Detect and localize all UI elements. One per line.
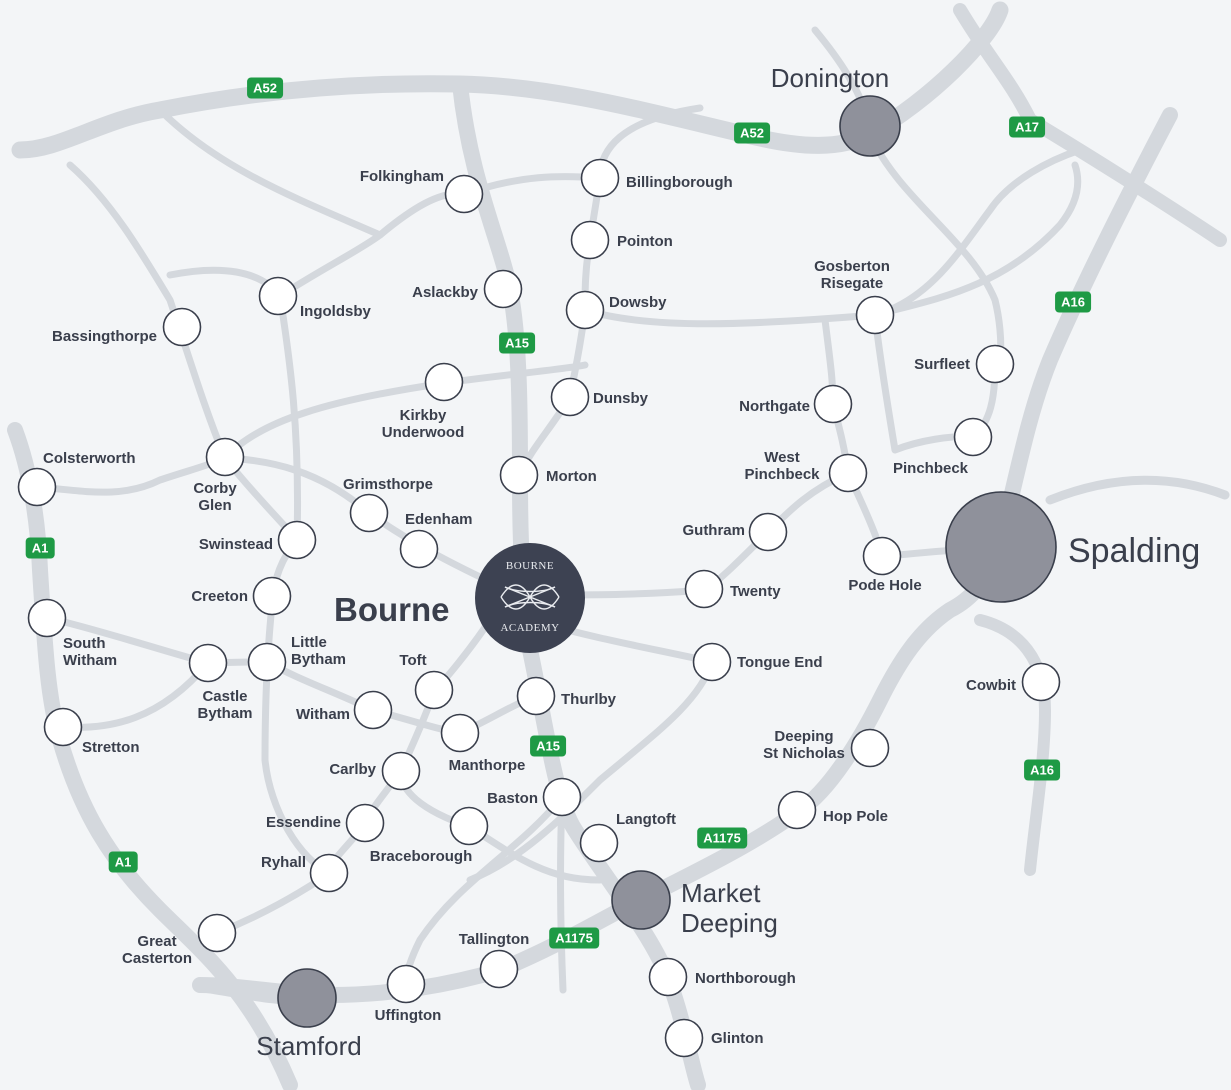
village-label-surfleet: Surfleet (914, 356, 970, 373)
road-badge-a1-south: A1 (108, 851, 138, 873)
academy-logo-bottom-text: ACADEMY (500, 622, 560, 634)
village-label-castle-bytham: Castle Bytham (197, 688, 253, 722)
village-label-ingoldsby: Ingoldsby (300, 303, 371, 320)
village-label-pode-hole: Pode Hole (848, 577, 922, 594)
village-label-south-witham: South Witham (63, 635, 118, 669)
bourne-academy-marker[interactable]: BOURNE ACADEMY (475, 543, 585, 653)
road-badge-a15-north: A15 (499, 332, 535, 354)
village-label-kirkby-underwood: Kirkby Underwood (381, 407, 465, 441)
village-label-glinton: Glinton (711, 1030, 764, 1047)
village-label-colsterworth: Colsterworth (43, 450, 136, 467)
a17-road (953, 3, 1227, 247)
road-badge-a1-north: A1 (25, 537, 55, 559)
a16-road (192, 107, 1178, 1003)
road-badge-a17: A17 (1009, 116, 1045, 138)
road-badge-a15-south: A15 (530, 735, 566, 757)
road-badge-a52-west: A52 (247, 77, 283, 99)
road-badge-a1175-east: A1175 (697, 827, 747, 849)
village-label-bassingthorpe: Bassingthorpe (51, 328, 157, 345)
town-label-spalding: Spalding (1068, 532, 1201, 570)
village-label-creeton: Creeton (191, 588, 248, 605)
village-label-northgate: Northgate (739, 398, 810, 415)
village-label-witham: Witham (295, 706, 350, 723)
village-label-guthram: Guthram (682, 522, 745, 539)
road-badge-a52-east: A52 (734, 122, 770, 144)
village-label-dunsby: Dunsby (593, 390, 649, 407)
village-label-folkingham: Folkingham (359, 168, 444, 185)
village-label-northborough: Northborough (695, 970, 796, 987)
village-label-deeping-st-nicholas: Deeping St Nicholas (763, 728, 845, 762)
village-label-dowsby: Dowsby (609, 294, 667, 311)
village-label-thurlby: Thurlby (561, 691, 616, 708)
road-badge-a1175-west: A1175 (549, 927, 599, 949)
village-label-toft: Toft (399, 652, 427, 669)
village-label-manthorpe: Manthorpe (448, 757, 526, 774)
village-label-tongue-end: Tongue End (737, 654, 823, 671)
village-label-hop-pole: Hop Pole (823, 808, 889, 825)
village-label-edenham: Edenham (405, 511, 473, 528)
village-label-little-bytham: Little Bytham (291, 634, 347, 668)
village-label-braceborough: Braceborough (369, 848, 473, 865)
village-label-corby-glen: Corby Glen (193, 480, 237, 514)
village-label-baston: Baston (487, 790, 538, 807)
village-label-ryhall: Ryhall (260, 854, 306, 871)
village-label-aslackby: Aslackby (412, 284, 478, 301)
village-label-uffington: Uffington (374, 1007, 442, 1024)
village-label-twenty: Twenty (730, 583, 781, 600)
village-label-billingborough: Billingborough (626, 174, 733, 191)
bourne-label: Bourne (334, 591, 450, 628)
academy-logo-top-text: BOURNE (505, 560, 555, 572)
village-label-tallington: Tallington (458, 931, 530, 948)
village-label-essendine: Essendine (265, 814, 341, 831)
village-label-stretton: Stretton (82, 739, 140, 756)
a16-south-road (974, 614, 1051, 876)
village-label-cowbit: Cowbit (966, 677, 1016, 694)
village-label-swinstead: Swinstead (198, 536, 273, 553)
village-label-carlby: Carlby (329, 761, 376, 778)
village-label-gosberton-risegate: Gosberton Risegate (814, 258, 890, 292)
town-label-market-deeping: Market Deeping (681, 878, 778, 938)
village-label-pointon: Pointon (617, 233, 673, 250)
town-label-donington: Donington (770, 63, 890, 93)
town-label-stamford: Stamford (256, 1031, 362, 1061)
village-label-langtoft: Langtoft (616, 811, 676, 828)
village-label-west-pinchbeck: West Pinchbeck (744, 449, 820, 483)
road-badge-a16-south: A16 (1024, 759, 1060, 781)
road-badge-a16-north: A16 (1055, 291, 1091, 313)
village-label-grimsthorpe: Grimsthorpe (343, 476, 434, 493)
village-label-pinchbeck: Pinchbeck (893, 460, 969, 477)
village-label-great-casterton: Great Casterton (121, 933, 193, 967)
village-label-morton: Morton (546, 468, 597, 485)
knot-emblem-icon (500, 584, 560, 610)
